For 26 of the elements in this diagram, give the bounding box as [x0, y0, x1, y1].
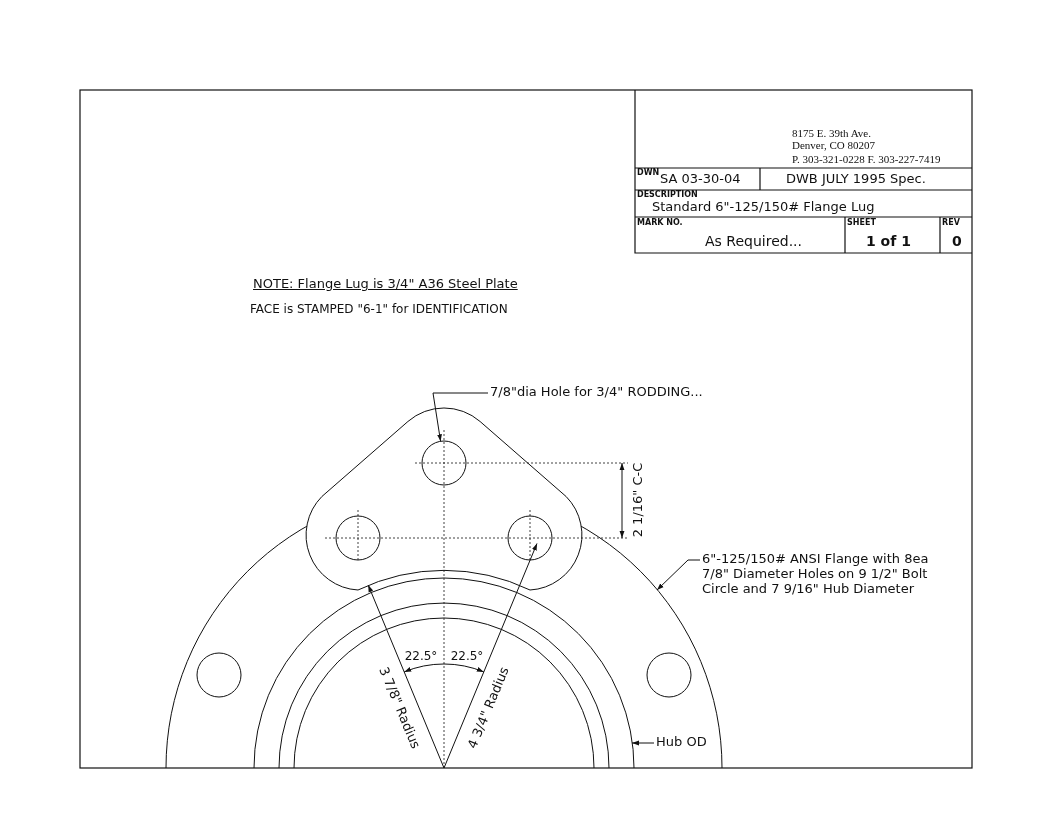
callout-text: Hub OD [656, 735, 707, 750]
dimension-text: 2 1/16" C-C [630, 462, 646, 538]
field-label: DESCRIPTION [637, 190, 698, 200]
field-label: MARK NO. [637, 218, 683, 228]
rod-hole [421, 440, 467, 486]
callout-text: 7/8"dia Hole for 3/4" RODDING... [490, 385, 703, 400]
spec-text: DWB JULY 1995 Spec. [786, 172, 926, 187]
field-label: DWN [637, 168, 660, 178]
mark-number-text: As Required... [705, 233, 802, 250]
revision-text: 0 [952, 233, 962, 250]
phone-text: P. 303-321-0228 F. 303-227-7419 [792, 153, 941, 166]
leader-line [432, 392, 489, 442]
field-label: SHEET [847, 218, 876, 228]
angle-text: 22.5° [404, 650, 438, 664]
angle-text: 22.5° [450, 650, 484, 664]
drawn-by-text: SA 03-30-04 [660, 172, 741, 187]
sheet-text: 1 of 1 [866, 233, 911, 250]
address-text: 8175 E. 39th Ave. [792, 127, 871, 140]
leader-line [656, 559, 701, 591]
note-text: NOTE: Flange Lug is 3/4" A36 Steel Plate [253, 277, 518, 292]
description-text: Standard 6"-125/150# Flange Lug [652, 200, 875, 215]
note-text: FACE is STAMPED "6-1" for IDENTIFICATION [250, 303, 508, 317]
leader-line [631, 740, 655, 746]
field-label: REV [942, 218, 960, 228]
address-text: Denver, CO 80207 [792, 139, 875, 152]
callout-text: 6"-125/150# ANSI Flange with 8ea 7/8" Diameter Holes on 9 1/2" Bolt Circle and 7 9/16" Hub Diameter [702, 552, 947, 597]
